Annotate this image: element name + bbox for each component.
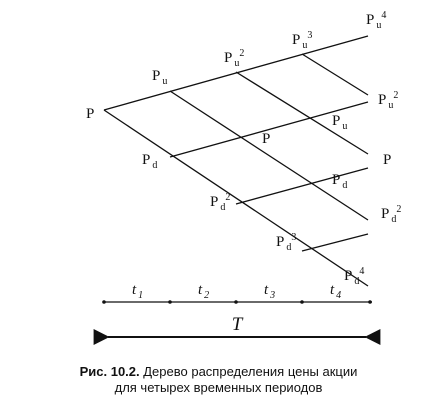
axis-tick-2 [234,300,238,304]
total-period-label: T [232,314,244,335]
up-line-1 [169,101,369,158]
node-label-n2m: P [262,131,270,147]
node-label-n0: P [86,106,94,122]
up-line-0 [103,35,369,111]
down-line-2 [235,71,369,155]
axis-tick-4 [368,300,372,304]
figure-caption: Рис. 10.2. Дерево распределения цены акц… [0,364,437,396]
down-line-3 [301,53,369,96]
caption-line-2: для четырех временных периодов [114,380,323,395]
up-line-2 [235,167,369,205]
caption-line-1: Рис. 10.2. Дерево распределения цены акц… [0,364,437,380]
caption-text-1: Дерево распределения цены акции [139,364,358,379]
down-line-0 [103,109,369,287]
axis-tick-1 [168,300,172,304]
down-line-1 [169,90,369,221]
axis-tick-0 [102,300,106,304]
axis-tick-3 [300,300,304,304]
node-label-n4m: P [383,152,391,168]
lattice-lines [103,35,369,287]
caption-figure-number: Рис. 10.2. [79,364,140,379]
up-line-3 [301,233,369,252]
